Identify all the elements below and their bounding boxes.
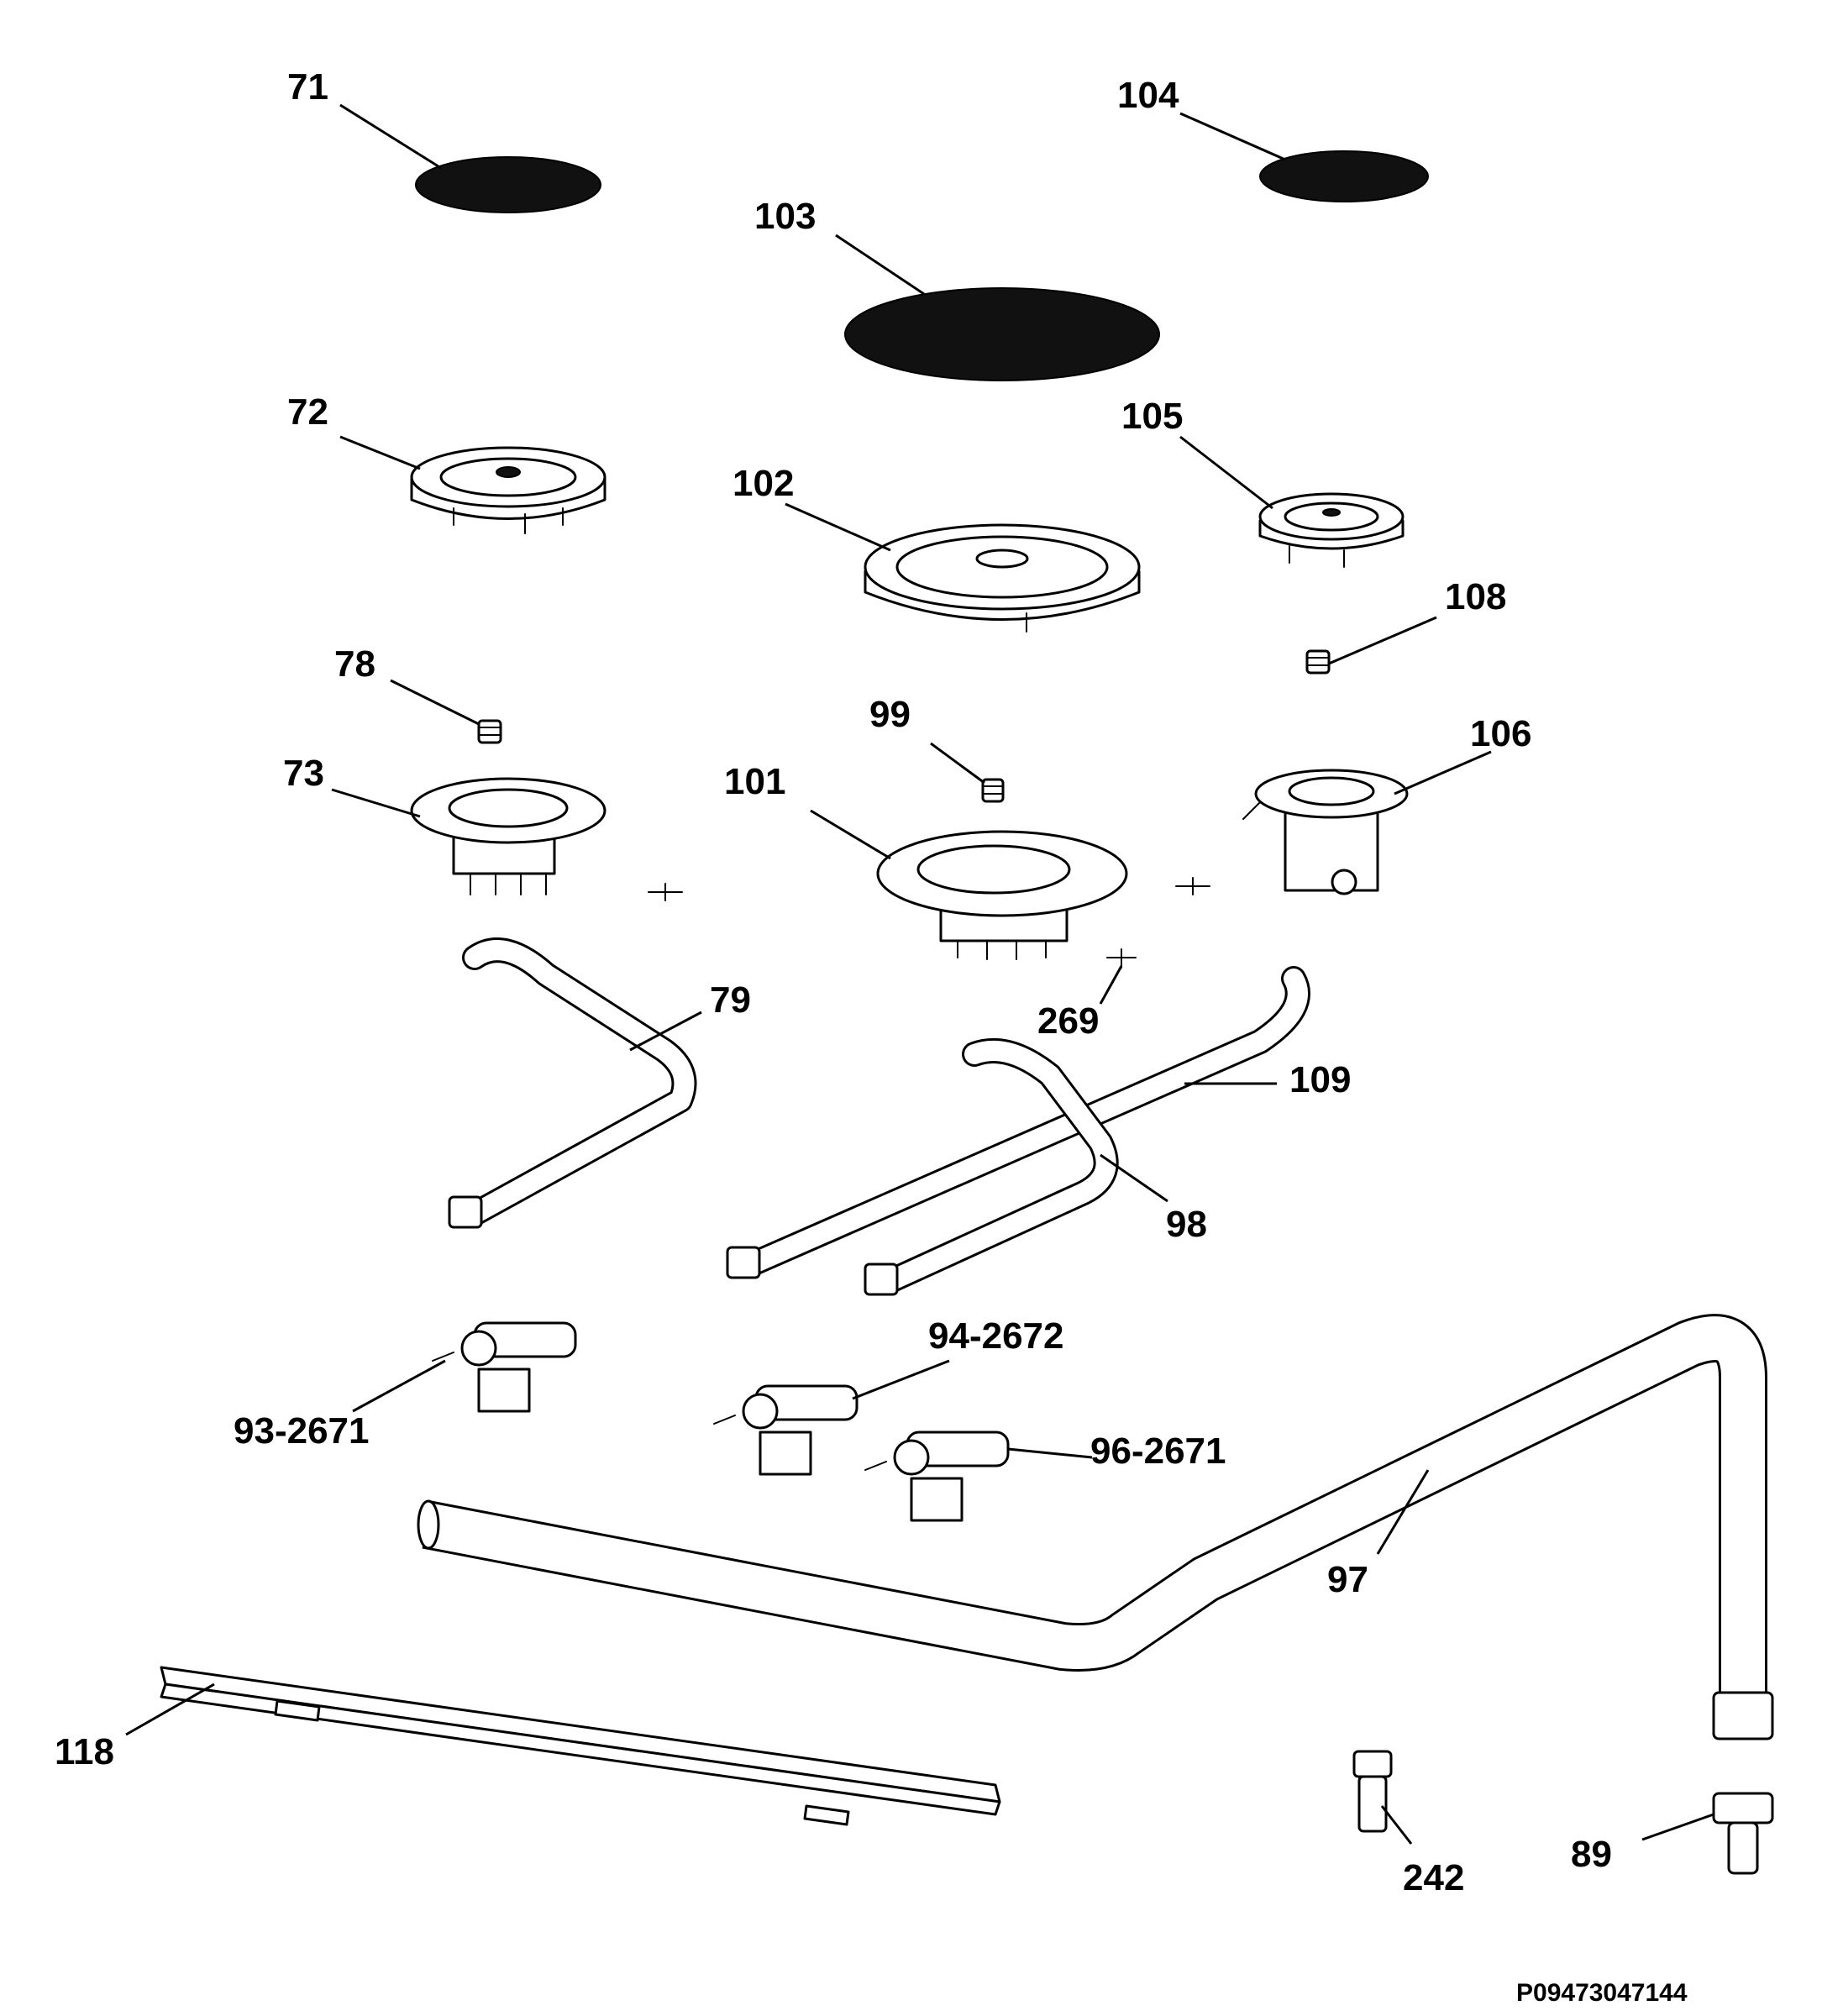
callout-118: 118	[55, 1731, 114, 1772]
clip-right	[1175, 877, 1210, 895]
burner-cap-103	[844, 287, 1160, 381]
callout-96-2671: 96-2671	[1090, 1431, 1226, 1472]
fitting-89	[1712, 1792, 1774, 1875]
flame-spreader-72	[410, 446, 606, 534]
callout-97: 97	[1327, 1559, 1368, 1600]
gas-pipe-109	[726, 966, 1310, 1279]
burner-cap-71	[415, 156, 601, 213]
callout-73: 73	[283, 753, 324, 794]
document-id: P09473047144	[1516, 1979, 1688, 2007]
injector-99	[981, 778, 1005, 803]
callout-101: 101	[724, 761, 785, 802]
callout-269: 269	[1037, 1000, 1099, 1042]
callout-94-2672: 94-2672	[928, 1315, 1063, 1357]
callout-105: 105	[1121, 396, 1183, 437]
callout-89: 89	[1571, 1834, 1612, 1875]
leader-lines	[125, 103, 1714, 1845]
callout-98: 98	[1166, 1204, 1207, 1245]
callout-109: 109	[1289, 1059, 1351, 1100]
gas-pipe-79	[448, 937, 697, 1229]
callout-104: 104	[1117, 75, 1179, 116]
gas-valve-96	[864, 1431, 1010, 1522]
part-242	[1352, 1750, 1393, 1833]
callout-71: 71	[287, 66, 328, 108]
injector-108	[1305, 649, 1331, 675]
gas-pipe-98	[864, 1037, 1119, 1296]
burner-cap-104	[1259, 150, 1429, 202]
support-rail-118	[160, 1666, 1001, 1826]
clip-left	[648, 883, 683, 901]
callout-106: 106	[1470, 713, 1531, 754]
flame-spreader-105	[1258, 492, 1405, 568]
clip-269	[1106, 948, 1137, 969]
injector-78	[477, 719, 502, 744]
callout-78: 78	[334, 643, 375, 685]
burner-body-101	[876, 830, 1128, 960]
callout-99: 99	[869, 694, 911, 735]
callout-72: 72	[287, 391, 328, 433]
gas-valve-94	[713, 1384, 858, 1476]
callout-242: 242	[1403, 1857, 1464, 1898]
callout-93-2671: 93-2671	[234, 1410, 369, 1452]
callout-79: 79	[710, 979, 751, 1021]
burner-body-73	[410, 777, 606, 895]
gas-rail-97	[417, 1314, 1774, 1740]
callout-103: 103	[754, 196, 816, 237]
callout-108: 108	[1445, 576, 1506, 617]
burner-body-106	[1242, 769, 1409, 895]
gas-valve-93	[432, 1321, 577, 1413]
flame-spreader-102	[864, 523, 1141, 633]
callout-102: 102	[732, 463, 794, 504]
